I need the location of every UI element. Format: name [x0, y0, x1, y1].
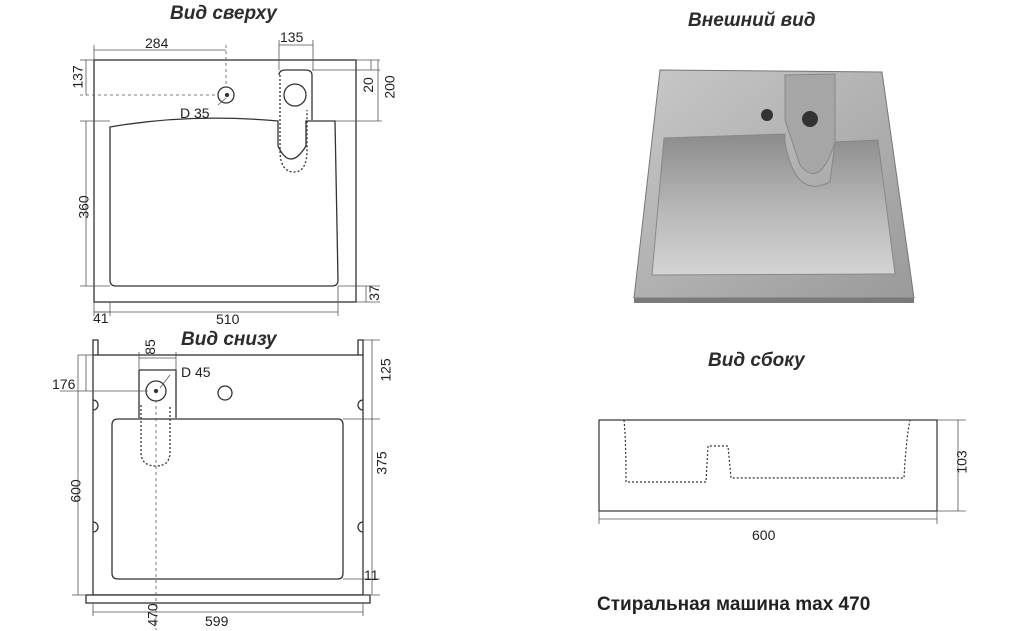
dim-11: 11 [364, 567, 379, 583]
dim-37: 37 [365, 285, 382, 301]
sink-exterior-image [633, 69, 915, 303]
dim-20: 20 [359, 77, 376, 93]
dim-103: 103 [953, 450, 970, 474]
top-view-title: Вид сверху [170, 3, 277, 24]
side-view-dimension-lines [598, 419, 966, 524]
dim-599: 599 [205, 613, 229, 629]
dim-176: 176 [52, 376, 76, 392]
side-view-drawing [598, 419, 938, 512]
bottom-view-dimension-lines [60, 339, 380, 630]
top-view-dimension-lines [80, 40, 382, 316]
dim-135: 135 [280, 29, 304, 45]
exterior-view-title: Внешний вид [688, 10, 816, 31]
dim-41: 41 [93, 310, 109, 326]
dim-600: 600 [67, 479, 84, 503]
dim-85: 85 [141, 339, 158, 355]
dim-470: 470 [144, 603, 161, 627]
hole-d35-label: D 35 [180, 105, 210, 121]
bottom-view-drawing [85, 339, 371, 604]
dim-137: 137 [69, 65, 86, 89]
dim-510: 510 [216, 311, 240, 327]
washing-machine-caption: Стиральная машина max 470 [597, 594, 871, 615]
side-view-title: Вид сбоку [708, 350, 805, 371]
top-view-drawing [93, 59, 357, 303]
dim-200: 200 [381, 75, 398, 99]
dim-600-side: 600 [752, 527, 776, 543]
dim-360: 360 [75, 195, 92, 219]
dim-284: 284 [145, 35, 169, 51]
bottom-view-title: Вид снизу [181, 329, 277, 350]
dim-125: 125 [377, 358, 394, 382]
hole-d45-label: D 45 [181, 364, 211, 380]
dim-375: 375 [373, 451, 390, 475]
